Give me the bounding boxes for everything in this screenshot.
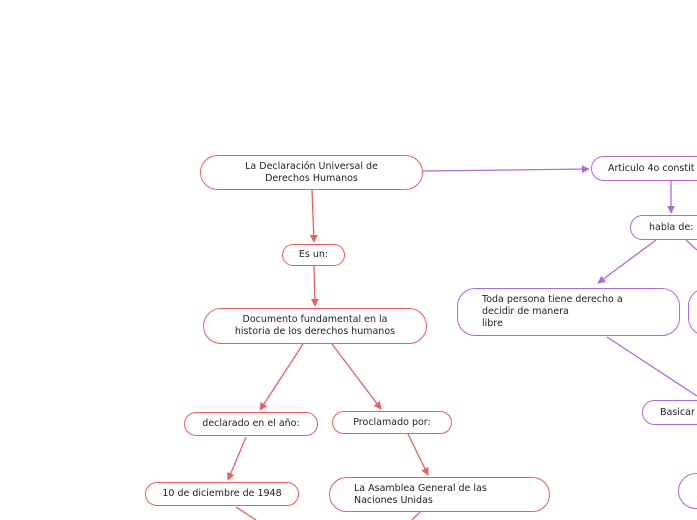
node-declarado[interactable]: declarado en el año: [184, 412, 318, 436]
connector-es-un-to-documento [310, 265, 319, 307]
connector-declarado-to-fecha [227, 436, 247, 481]
connector-documento-to-proclamado [331, 343, 382, 410]
connector-fecha-down [235, 506, 257, 520]
node-declaracion[interactable]: La Declaración Universal de Derechos Hum… [200, 155, 423, 190]
connector-habla-to-right [685, 239, 697, 251]
node-proclamado[interactable]: Proclamado por: [332, 411, 452, 434]
node-fecha[interactable]: 10 de diciembre de 1948 [145, 482, 299, 506]
connector-proclamado-to-asamblea [407, 433, 429, 476]
node-basica[interactable]: Basicar [642, 400, 697, 425]
connector-declaracion-to-es-un [309, 189, 318, 243]
connector-asamblea-down [411, 511, 421, 520]
connector-declaracion-to-articulo [422, 165, 590, 173]
connector-documento-to-declarado [259, 343, 304, 411]
connector-habla-to-toda-persona [597, 239, 657, 284]
node-documento[interactable]: Documento fundamental en la historia de … [203, 308, 427, 344]
node-articulo[interactable]: Articulo 4o constit [591, 156, 697, 181]
connector-toda-persona-to-basica [606, 336, 697, 397]
node-toda-persona[interactable]: Toda persona tiene derecho a decidir de … [457, 288, 680, 336]
node-asamblea[interactable]: La Asamblea General de las Naciones Unid… [329, 477, 550, 512]
node-habla[interactable]: habla de: [630, 215, 697, 240]
node-es-un[interactable]: Es un: [282, 244, 345, 266]
